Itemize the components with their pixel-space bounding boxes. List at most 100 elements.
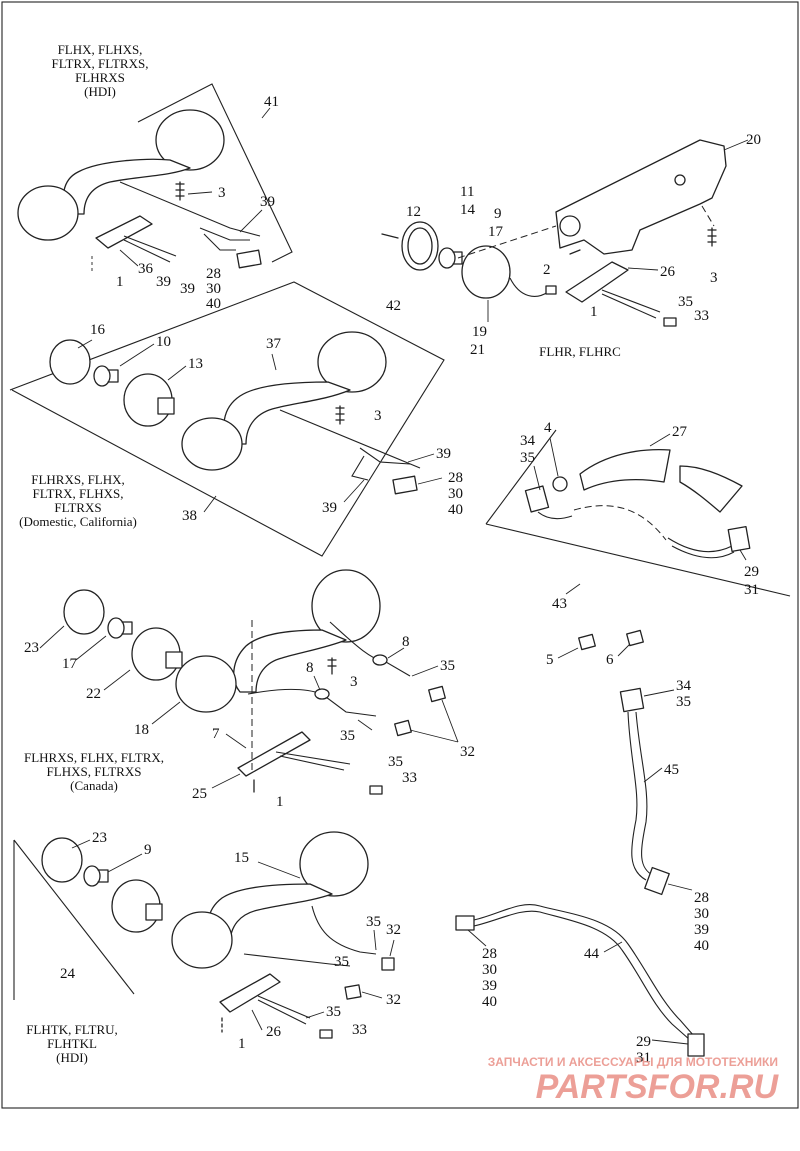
leader [103,669,131,691]
leader [389,939,395,957]
caption-line: FLHRXS, FLHX, [31,472,125,487]
caption-line: (Canada) [70,778,118,793]
screw [707,227,717,247]
leader [603,941,623,953]
group-43-harness [485,429,791,597]
leader [167,365,187,381]
leader [119,343,155,367]
group-44-harness: 28 30 39 40 44 29 31 [455,904,705,1066]
labels-canada: 23 17 22 18 8 8 3 35 35 32 7 25 1 35 33 [24,625,475,810]
callout-42: 42 [386,298,401,314]
lens [41,837,83,883]
caption-line: (HDI) [56,1050,88,1065]
callout-37: 37 [266,336,282,352]
caption-line: FLTRXS [54,500,101,515]
connector [687,1033,705,1057]
callout-39: 39 [260,194,275,210]
bracket [95,215,153,249]
callout-40: 40 [694,938,709,954]
callout-11: 11 [460,184,474,200]
leader [313,675,321,691]
clip-5 [578,633,596,651]
connector [455,915,475,931]
leader [373,929,377,951]
leader [119,249,139,267]
callout-39: 39 [156,274,171,290]
watermark: ЗАПЧАСТИ И АКСЕССУАРЫ ДЛЯ МОТОТЕХНИКИ PA… [488,1055,780,1106]
callout-30: 30 [448,486,463,502]
callout-35: 35 [678,294,693,310]
lamp-housing-rear [299,831,369,897]
lamp-housing [461,245,511,299]
kit-41-bracket-line [137,83,293,263]
kit-43-frame [485,429,791,597]
callout-14: 14 [460,202,476,218]
group-45-harness: 34 35 45 28 30 39 40 [619,678,709,954]
connector [381,957,395,971]
callout-43: 43 [552,596,567,612]
leader [723,139,749,151]
leader [357,719,373,731]
callout-39: 39 [694,922,709,938]
leader [187,191,213,195]
callout-39: 39 [322,500,337,516]
watermark-logo: PARTSFOR.RU [536,1068,780,1106]
caption-line: (HDI) [84,84,116,99]
wire [473,910,691,1041]
labels-group-41: 41 3 39 36 1 39 28 39 30 40 [116,94,279,312]
callout-26: 26 [266,1024,282,1040]
plate-bracket [237,731,311,777]
page-frame [1,1,799,1109]
group-41-kit [17,83,293,272]
caption-d: FLHRXS, FLHX, FLTRX, FLHXS, FLTRXS (Cana… [24,750,164,793]
caption-c: FLHRXS, FLHX, FLTRX, FLHXS, FLTRXS (Dome… [19,472,137,529]
leader [409,699,459,743]
caption-b: FLHR, FLHRC [539,344,621,359]
wire [279,409,421,469]
callout-29: 29 [636,1034,651,1050]
callout-19: 19 [472,324,487,340]
alignment-line [701,205,715,227]
leader [651,1039,689,1045]
caption-line: FLHRXS [75,70,125,85]
callout-38: 38 [182,508,197,524]
callout-21: 21 [470,342,485,358]
connector [319,1029,333,1039]
lamp-housing-rear [317,331,387,393]
callout-32: 32 [460,744,475,760]
bulb [107,617,125,639]
fender-piece [679,465,743,513]
leader [557,647,579,659]
lens [63,589,105,635]
callout-3: 3 [350,674,358,690]
grommet [372,654,388,666]
leader [343,479,365,503]
leader [107,853,143,873]
group-42-kit [9,281,445,557]
connector [644,866,670,896]
lamp-bar [62,158,191,215]
caption-line: FLHTKL [47,1036,97,1051]
callout-17: 17 [62,656,78,672]
leader [549,437,559,477]
bracket-hole [559,215,581,237]
screw [381,233,399,239]
leader [533,465,541,491]
leader [39,625,65,649]
leader [667,883,693,891]
callout-29: 29 [744,564,759,580]
leader [261,107,271,119]
group-flhr [381,139,727,327]
socket-body [165,651,183,669]
connector [236,249,262,269]
bulb [438,247,456,269]
leader [387,647,405,659]
caption-line: (Domestic, California) [19,514,137,529]
leader [643,689,675,697]
callout-23: 23 [92,830,107,846]
wire [123,235,177,263]
caption-line: FLHX, FLHXS, [58,42,143,57]
leader [271,353,277,371]
wire [311,905,377,955]
